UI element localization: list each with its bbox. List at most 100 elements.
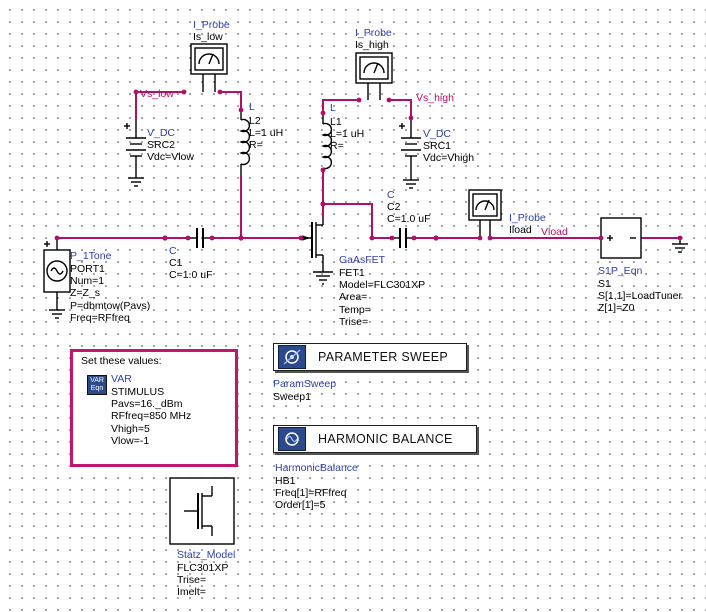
pin-dot xyxy=(677,235,683,241)
pin-dot xyxy=(162,235,168,241)
pin-dot xyxy=(209,235,215,241)
model-line: Imelt= xyxy=(177,586,206,599)
fet-line: FET1 xyxy=(339,267,365,279)
wire-vs-high-src1[interactable] xyxy=(389,99,412,118)
c2-name: C2 xyxy=(387,201,401,214)
junction-dot xyxy=(433,235,439,241)
l2-value: L=1 uH xyxy=(249,127,284,140)
model-params: FLC301XP Trise= Imelt= xyxy=(177,562,228,599)
pin-dot xyxy=(389,235,395,241)
probe-high-icon[interactable] xyxy=(355,52,393,100)
fet-line: Temp= xyxy=(339,303,371,316)
port1-line: Freq=RFfreq xyxy=(70,311,130,324)
c1-params: C C1 C=1.0 uF xyxy=(169,245,212,282)
var-line: Pavs=16._dBm xyxy=(111,398,183,411)
c1-type: C xyxy=(169,245,177,257)
harmonic-balance-title: HARMONIC BALANCE xyxy=(318,432,453,446)
wire-vs-low-l2[interactable] xyxy=(220,91,242,110)
var-eqn-icon[interactable]: VAR Eqn xyxy=(87,375,107,395)
harmonic-balance-icon xyxy=(278,427,306,451)
s1p-load-icon[interactable] xyxy=(600,217,642,259)
fet-params: FET1 Model=FLC301XP Area= Temp= Trise= xyxy=(339,267,425,328)
src1-params: V_DC SRC1 Vdc=Vhigh xyxy=(423,128,474,165)
s1p-line: S1 xyxy=(598,278,611,290)
l2-r: R= xyxy=(249,139,263,152)
sweep-icon xyxy=(278,345,306,369)
l1-r: R= xyxy=(330,140,344,153)
s1p-line: S[1,1]=LoadTuner xyxy=(598,290,682,303)
net-label-vs-low[interactable]: Vs_low xyxy=(140,88,174,100)
pin-dot xyxy=(217,89,223,95)
probe-low-name: Is_low xyxy=(193,31,223,43)
probe-high-type: I_Probe xyxy=(355,27,392,39)
var-line: RFfreq=850 MHz xyxy=(111,410,192,423)
fet-type: GaAsFET xyxy=(339,254,386,266)
var-line: Vlow=-1 xyxy=(111,434,150,447)
src1-dc-source-icon[interactable] xyxy=(399,118,421,189)
port1-params: PORT1 Num=1 Z=Z_s P=dbmtow(Pavs) Freq=RF… xyxy=(70,263,150,324)
src2-type: V_DC xyxy=(147,127,176,139)
s1p-type: S1P_Eqn xyxy=(598,265,643,277)
set-values-title: Set these values: xyxy=(81,355,162,367)
src2-params: V_DC SRC2 Vdc=Vlow xyxy=(147,127,194,164)
probe-load-icon[interactable] xyxy=(468,189,502,238)
model-type: Statz_Model xyxy=(177,549,236,561)
src1-name: SRC1 xyxy=(423,140,452,153)
l2-name: L2 xyxy=(249,115,261,127)
pin-dot xyxy=(320,110,326,116)
net-label-vs-high[interactable]: Vs_high xyxy=(416,92,454,104)
src2-dc-source-icon[interactable] xyxy=(124,120,146,187)
harmonic-balance-block[interactable]: HARMONIC BALANCE xyxy=(273,425,477,453)
l1-name: L1 xyxy=(330,116,342,128)
fet-line: Trise= xyxy=(339,315,369,328)
set-values-box[interactable]: Set these values: VAR Eqn VAR STIMULUS P… xyxy=(70,349,238,467)
pin-dot xyxy=(185,235,191,241)
sweep-type: ParamSweep xyxy=(273,378,337,390)
pin-dot xyxy=(369,235,375,241)
fet-line: Model=FLC301XP xyxy=(339,279,426,292)
capacitor-c2-icon[interactable] xyxy=(392,228,414,248)
port1-source-icon[interactable] xyxy=(43,238,71,319)
hb-line: HB1 xyxy=(275,475,296,487)
port1-type: P_1Tone xyxy=(70,250,112,262)
probe-low-type: I_Probe xyxy=(193,19,230,31)
var-line: Vhigh=5 xyxy=(111,422,150,435)
parameter-sweep-block[interactable]: PARAMETER SWEEP xyxy=(273,343,467,371)
hb-line: Freq[1]=RFfreq xyxy=(275,487,347,500)
junction-dot xyxy=(238,235,244,241)
wire-drain-c2[interactable] xyxy=(323,203,392,239)
s1p-line: Z[1]=Z0 xyxy=(598,302,635,315)
sweep-name: Sweep1 xyxy=(273,391,311,403)
l2-params: L2 L=1 uH R= xyxy=(249,115,283,152)
src1-type: V_DC xyxy=(423,128,452,140)
pin-dot xyxy=(133,89,139,95)
parameter-sweep-title: PARAMETER SWEEP xyxy=(318,350,448,364)
pin-dot xyxy=(54,235,60,241)
port1-line: Num=1 xyxy=(70,275,105,288)
port1-line: PORT1 xyxy=(70,263,105,275)
junction-dot xyxy=(320,201,326,207)
pin-dot xyxy=(298,235,304,241)
s1p-params: S1 S[1,1]=LoadTuner Z[1]=Z0 xyxy=(598,278,682,315)
pin-dot xyxy=(238,107,244,113)
pin-dot xyxy=(411,235,417,241)
hb-params: HB1 Freq[1]=RFfreq Order[1]=5 xyxy=(275,475,347,512)
pin-dot xyxy=(356,97,362,103)
port1-line: Z=Z_s xyxy=(70,287,101,300)
net-label-vload[interactable]: Vload xyxy=(541,226,568,238)
wire-vs-high-l1[interactable] xyxy=(322,99,359,113)
hb-type: HarmonicBalance xyxy=(275,462,358,474)
gaasfet-icon[interactable] xyxy=(301,218,333,285)
probe-load-name: Iload xyxy=(509,224,532,236)
pin-dot xyxy=(320,167,326,173)
c2-value: C=1.0 uF xyxy=(387,213,431,226)
pin-dot xyxy=(598,235,604,241)
fet-line: Area= xyxy=(339,291,368,304)
probe-high-name: Is_high xyxy=(355,39,389,51)
probe-low-icon[interactable] xyxy=(190,43,228,92)
pin-dot xyxy=(408,115,414,121)
statz-model-symbol[interactable] xyxy=(169,477,235,545)
pin-dot xyxy=(477,235,483,241)
